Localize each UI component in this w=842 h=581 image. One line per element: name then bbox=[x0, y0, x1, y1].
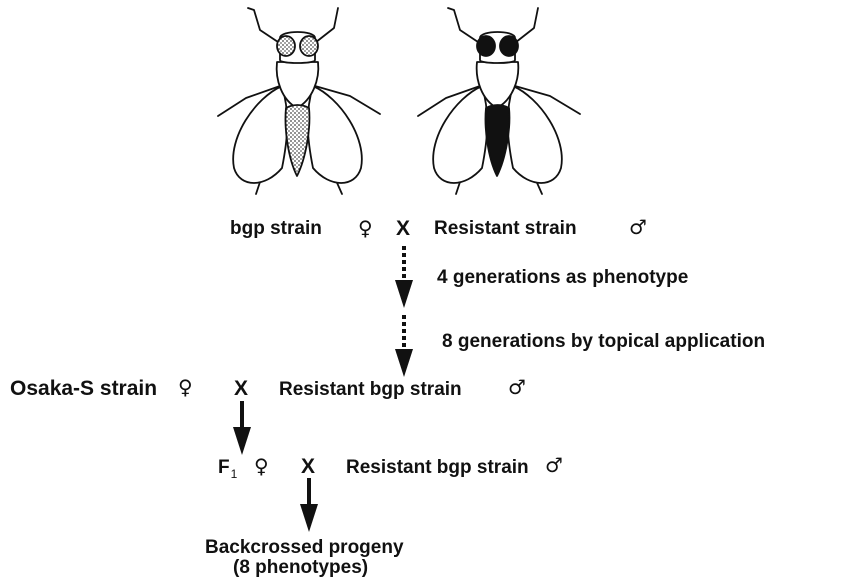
selection-step1: 4 generations as phenotype bbox=[437, 268, 688, 287]
male-symbol: ♂ bbox=[629, 217, 647, 237]
female-symbol: ♀ bbox=[254, 456, 269, 476]
bgp-fly-illustration bbox=[210, 8, 385, 203]
dotted-arrow-1 bbox=[392, 244, 416, 310]
cross1-female-label: bgp strain bbox=[230, 219, 322, 238]
cross2-male-label: Resistant bgp strain bbox=[279, 380, 462, 399]
cross2-female-label: Osaka-S strain bbox=[10, 378, 157, 399]
cross3-female-label: F1 bbox=[218, 458, 237, 477]
solid-arrow-2 bbox=[297, 478, 321, 534]
selection-step2: 8 generations by topical application bbox=[442, 332, 765, 351]
cross3-male-label: Resistant bgp strain bbox=[346, 458, 529, 477]
resistant-fly-illustration bbox=[410, 8, 585, 203]
dotted-arrow-2 bbox=[392, 313, 416, 379]
cross2-x: X bbox=[234, 378, 248, 399]
female-symbol: ♀ bbox=[178, 377, 193, 397]
male-symbol: ♂ bbox=[545, 455, 563, 475]
solid-arrow-1 bbox=[230, 401, 254, 457]
f1-base: F bbox=[218, 457, 230, 478]
f1-subscript: 1 bbox=[231, 467, 238, 481]
cross1-male-label: Resistant strain bbox=[434, 219, 577, 238]
result-line2: (8 phenotypes) bbox=[233, 558, 368, 577]
male-symbol: ♂ bbox=[508, 377, 526, 397]
result-line1: Backcrossed progeny bbox=[205, 538, 404, 557]
female-symbol: ♀ bbox=[358, 218, 373, 238]
cross1-x: X bbox=[396, 218, 410, 239]
cross3-x: X bbox=[301, 456, 315, 477]
